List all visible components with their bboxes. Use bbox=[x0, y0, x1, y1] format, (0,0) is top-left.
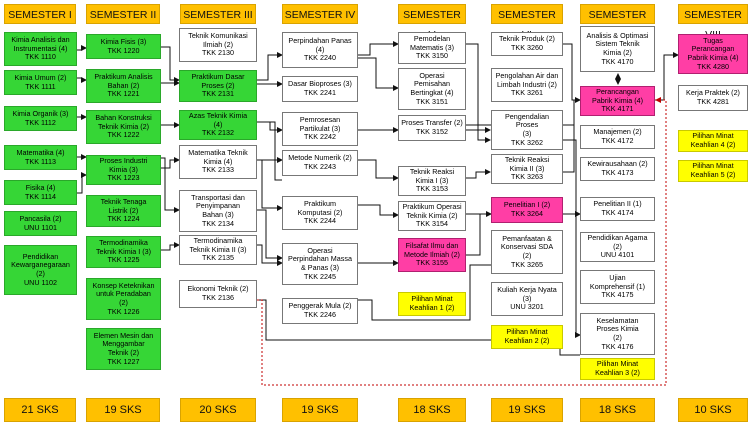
course-box[interactable]: Matematika (4) TKK 1113 bbox=[4, 145, 77, 170]
course-box[interactable]: Pengolahan Air dan Limbah Industri (2) T… bbox=[491, 68, 563, 102]
course-box[interactable]: Proses Transfer (2) TKK 3152 bbox=[398, 115, 466, 141]
elective-box[interactable]: Pilihan Minat Keahlian 1 (2) bbox=[398, 292, 466, 316]
course-box[interactable]: Pendidikan Kewarganegaraan (2) UNU 1102 bbox=[4, 245, 77, 295]
course-box[interactable]: Konsep Keteknikan untuk Peradaban (2) TK… bbox=[86, 278, 161, 320]
course-box[interactable]: Teknik Tenaga Listrik (2) TKK 1224 bbox=[86, 195, 161, 227]
course-box[interactable]: Kewirausahaan (2) TKK 4173 bbox=[580, 157, 655, 181]
course-box[interactable]: Kimia Organik (3) TKK 1112 bbox=[4, 106, 77, 131]
course-box[interactable]: Transportasi dan Penyimpanan Bahan (3) T… bbox=[179, 190, 257, 232]
elective-box[interactable]: Pilihan Minat Keahlian 4 (2) bbox=[678, 130, 748, 152]
course-box[interactable]: Teknik Reaksi Kimia I (3) TKK 3153 bbox=[398, 166, 466, 196]
course-box[interactable]: Keselamatan Proses Kimia (2) TKK 4176 bbox=[580, 313, 655, 355]
course-box[interactable]: Pemanfaatan & Konservasi SDA (2) TKK 326… bbox=[491, 230, 563, 274]
course-box[interactable]: Analisis & Optimasi Sistem Teknik Kimia … bbox=[580, 26, 655, 72]
course-box[interactable]: Proses Industri Kimia (3) TKK 1223 bbox=[86, 155, 161, 185]
sks-total: 10 SKS bbox=[678, 398, 748, 422]
elective-box[interactable]: Pilihan Minat Keahlian 2 (2) bbox=[491, 325, 563, 349]
sks-total: 19 SKS bbox=[282, 398, 358, 422]
course-box[interactable]: Bahan Konstruksi Teknik Kimia (2) TKK 12… bbox=[86, 110, 161, 144]
sks-total: 18 SKS bbox=[398, 398, 466, 422]
course-box[interactable]: Penelitian II (1) TKK 4174 bbox=[580, 197, 655, 221]
course-box[interactable]: Teknik Reaksi Kimia II (3) TKK 3263 bbox=[491, 154, 563, 184]
course-box[interactable]: Pancasila (2) UNU 1101 bbox=[4, 211, 77, 236]
course-box[interactable]: Praktikum Komputasi (2) TKK 2244 bbox=[282, 196, 358, 230]
course-box[interactable]: Metode Numerik (2) TKK 2243 bbox=[282, 150, 358, 176]
sks-total: 19 SKS bbox=[86, 398, 160, 422]
course-box[interactable]: Pengendalian Proses (3) TKK 3262 bbox=[491, 110, 563, 150]
elective-box[interactable]: Pilihan Minat Keahlian 5 (2) bbox=[678, 160, 748, 182]
course-box[interactable]: Praktikum Dasar Proses (2) TKK 2131 bbox=[179, 70, 257, 102]
course-box[interactable]: Perancangan Pabrik Kimia (4) TKK 4171 bbox=[580, 86, 655, 116]
course-box[interactable]: Dasar Bioproses (3) TKK 2241 bbox=[282, 76, 358, 102]
course-box[interactable]: Pemodelan Matematis (3) TKK 3150 bbox=[398, 32, 466, 64]
semester-header: SEMESTER VI bbox=[491, 4, 563, 41]
course-box[interactable]: Ujian Komprehensif (1) TKK 4175 bbox=[580, 270, 655, 304]
course-box[interactable]: Kimia Umum (2) TKK 1111 bbox=[4, 70, 77, 95]
course-box[interactable]: Filsafat Ilmu dan Metode Ilmiah (2) TKK … bbox=[398, 238, 466, 272]
semester-header: SEMESTER II bbox=[86, 4, 160, 24]
course-box[interactable]: Azas Teknik Kimia (4) TKK 2132 bbox=[179, 110, 257, 140]
course-box[interactable]: Operasi Pemisahan Bertingkat (4) TKK 315… bbox=[398, 68, 466, 110]
course-box[interactable]: Teknik Komunikasi Ilmiah (2) TKK 2130 bbox=[179, 28, 257, 62]
sks-total: 21 SKS bbox=[4, 398, 76, 422]
course-box[interactable]: Praktikum Analisis Bahan (2) TKK 1221 bbox=[86, 69, 161, 103]
course-box[interactable]: Kuliah Kerja Nyata (3) UNU 3201 bbox=[491, 282, 563, 316]
course-box[interactable]: Elemen Mesin dan Menggambar Teknik (2) T… bbox=[86, 328, 161, 370]
course-box[interactable]: Operasi Perpindahan Massa & Panas (3) TK… bbox=[282, 243, 358, 285]
course-box[interactable]: Kimia Analisis dan Instrumentasi (4) TKK… bbox=[4, 32, 77, 66]
course-box[interactable]: Penggerak Mula (2) TKK 2246 bbox=[282, 298, 358, 324]
sks-total: 18 SKS bbox=[580, 398, 655, 422]
course-box[interactable]: Praktikum Operasi Teknik Kimia (2) TKK 3… bbox=[398, 201, 466, 231]
course-box[interactable]: Manajemen (2) TKK 4172 bbox=[580, 125, 655, 149]
course-box[interactable]: Pemrosesan Partikulat (3) TKK 2242 bbox=[282, 112, 358, 146]
course-box[interactable]: Fisika (4) TKK 1114 bbox=[4, 180, 77, 205]
course-box[interactable]: Tugas Perancangan Pabrik Kimia (4) TKK 4… bbox=[678, 34, 748, 74]
course-box[interactable]: Termodinamika Teknik Kimia I (3) TKK 122… bbox=[86, 236, 161, 268]
sks-total: 19 SKS bbox=[491, 398, 563, 422]
semester-header: SEMESTER IV bbox=[282, 4, 358, 24]
course-box[interactable]: Matematika Teknik Kimia (4) TKK 2133 bbox=[179, 145, 257, 179]
semester-header: SEMESTER III bbox=[180, 4, 256, 24]
semester-header: SEMESTER I bbox=[4, 4, 76, 24]
elective-box[interactable]: Pilihan Minat Keahlian 3 (2) bbox=[580, 358, 655, 380]
course-box[interactable]: Penelitian I (2) TKK 3264 bbox=[491, 197, 563, 223]
course-box[interactable]: Pendidikan Agama (2) UNU 4101 bbox=[580, 232, 655, 262]
sks-total: 20 SKS bbox=[180, 398, 256, 422]
course-box[interactable]: Perpindahan Panas (4) TKK 2240 bbox=[282, 32, 358, 68]
course-box[interactable]: Kerja Praktek (2) TKK 4281 bbox=[678, 85, 748, 111]
course-box[interactable]: Ekonomi Teknik (2) TKK 2136 bbox=[179, 280, 257, 308]
course-box[interactable]: Teknik Produk (2) TKK 3260 bbox=[491, 32, 563, 56]
semester-header: SEMESTER VII bbox=[580, 4, 655, 41]
course-box[interactable]: Termodinamika Teknik Kimia II (3) TKK 21… bbox=[179, 235, 257, 265]
course-box[interactable]: Kimia Fisis (3) TKK 1220 bbox=[86, 34, 161, 59]
